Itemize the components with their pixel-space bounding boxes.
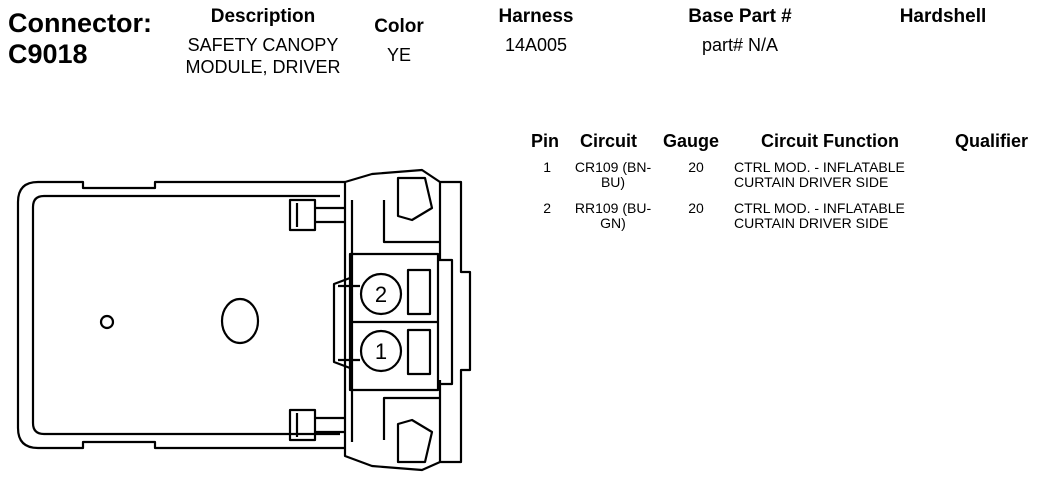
gauge-cell: 20 [688,159,704,175]
housing-outline [343,168,472,472]
function-line-1: CTRL MOD. - INFLATABLE [734,200,905,216]
mounting-hole [99,314,115,330]
pin-table-header-pin: Pin [531,131,560,151]
description-header: Description [210,6,316,27]
harness-header: Harness [498,6,574,27]
pin-number: 2 [543,200,551,216]
top-window [396,176,434,222]
connector-title: Connector: C9018 [8,8,152,70]
pin-table-header-qualifier: Qualifier [955,131,1029,151]
color-column: Color YE [362,16,436,66]
harness-column: Harness 14A005 [476,6,596,56]
terminal-tab [332,276,351,370]
color-header: Color [374,16,424,37]
hardshell-header: Hardshell [899,6,987,27]
function-cell: CTRL MOD. - INFLATABLE CURTAIN DRIVER SI… [734,160,944,190]
description-line-1: SAFETY CANOPY [187,35,339,55]
circuit-line-2: GN) [600,215,626,231]
hardshell-column: Hardshell [888,6,998,34]
circuit-line-2: BU) [600,174,626,190]
connector-label: Connector: [8,8,152,38]
gauge-cell: 20 [688,200,704,216]
bottom-window [396,418,434,464]
description-line-2: MODULE, DRIVER [185,57,341,77]
function-line-2: CURTAIN DRIVER SIDE [734,215,889,231]
cavity-2 [359,272,403,316]
circuit-line-1: CR109 (BN- [574,159,652,175]
color-value: YE [386,45,411,65]
function-line-2: CURTAIN DRIVER SIDE [734,174,889,190]
connector-body-inner [31,194,340,436]
cavity-1-slot [406,328,432,376]
base-part-value: part# N/A [701,35,779,55]
cavity-1 [359,329,403,373]
pin-number: 1 [543,159,551,175]
pin-table-header-function: Circuit Function [761,131,899,151]
description-column: Description SAFETY CANOPY MODULE, DRIVER [168,6,358,78]
harness-value: 14A005 [504,35,568,55]
connector-id: C9018 [8,39,88,69]
cavity-1-label: 1 [375,339,387,364]
upper-latch [288,198,317,232]
connector-body-outline [16,180,345,450]
function-cell: CTRL MOD. - INFLATABLE CURTAIN DRIVER SI… [734,201,944,231]
cavity-2-label: 2 [375,282,387,307]
locating-boss [220,297,260,345]
pin-table-header-gauge: Gauge [663,131,720,151]
circuit-cell: RR109 (BU- GN) [567,201,659,231]
connector-face-diagram: 2 1 [16,168,472,472]
lower-latch [288,408,317,442]
circuit-line-1: RR109 (BU- [574,200,652,216]
cavity-2-slot [406,268,432,316]
pin-table-header-circuit: Circuit [580,131,638,151]
circuit-cell: CR109 (BN- BU) [567,160,659,190]
base-part-column: Base Part # part# N/A [665,6,815,56]
base-part-header: Base Part # [688,6,792,27]
function-line-1: CTRL MOD. - INFLATABLE [734,159,905,175]
